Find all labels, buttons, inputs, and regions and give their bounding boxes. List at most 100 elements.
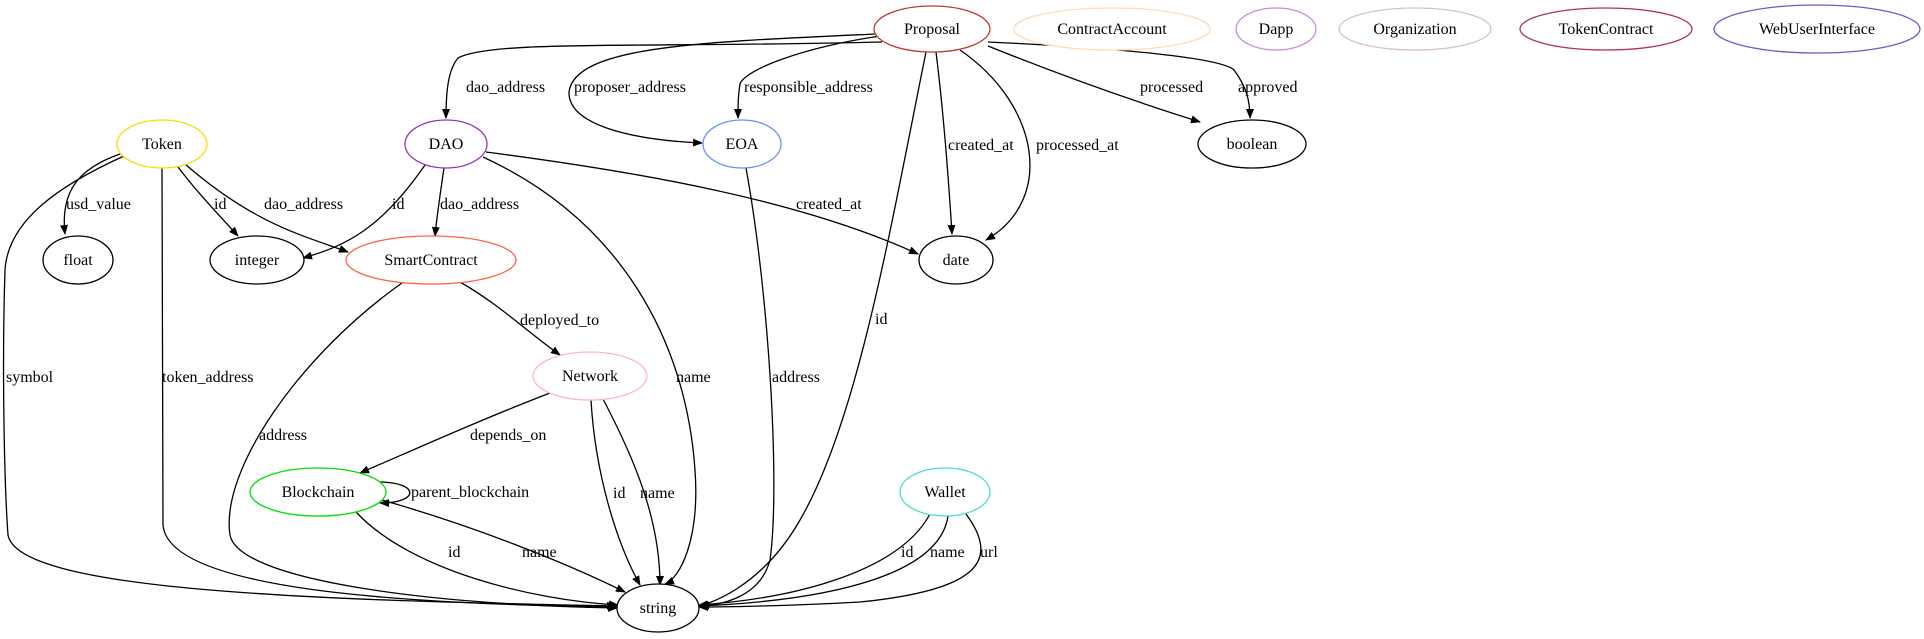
node-label: boolean xyxy=(1227,136,1278,153)
edge-label: processed xyxy=(1140,79,1203,96)
edge-line xyxy=(485,151,919,255)
edge-line xyxy=(302,164,426,260)
edge-line xyxy=(734,35,881,119)
node-dao[interactable]: DAO xyxy=(404,119,488,169)
edge-label: name xyxy=(676,369,711,386)
edges-layer: dao_address proposer_address responsible_a… xyxy=(2,33,1298,612)
edge-label: usd_value xyxy=(66,196,131,213)
node-dapp[interactable]: Dapp xyxy=(1235,7,1317,51)
node-label: SmartContract xyxy=(384,252,478,269)
node-label: Token xyxy=(142,136,182,153)
node-ellipse xyxy=(209,235,305,285)
node-ellipse xyxy=(1338,7,1492,51)
node-webuserinterface[interactable]: WebUserInterface xyxy=(1713,4,1921,54)
node-contractaccount[interactable]: ContractAccount xyxy=(1013,7,1211,51)
edge-line xyxy=(228,282,618,612)
edge-wallet-string: name xyxy=(698,515,965,610)
edge-proposal-dao: dao_address xyxy=(442,41,883,119)
edge-proposal-boolean: processed xyxy=(987,45,1203,124)
edge-label: id xyxy=(901,544,913,561)
edge-token-string: symbol xyxy=(2,155,617,610)
node-ellipse xyxy=(899,467,991,517)
edge-blockchain-string: id xyxy=(355,511,619,609)
node-label: ContractAccount xyxy=(1057,21,1167,38)
edge-label: created_at xyxy=(948,137,1014,154)
node-label: string xyxy=(640,600,676,617)
node-label: Dapp xyxy=(1259,21,1294,38)
edge-token-float: usd_value xyxy=(60,153,131,235)
edge-label: token_address xyxy=(162,369,254,386)
edge-blockchain-blockchain: parent_blockchain xyxy=(377,481,529,507)
node-string[interactable]: string xyxy=(616,583,700,633)
edge-label: dao_address xyxy=(440,196,519,213)
edge-dao-smartcontract: dao_address xyxy=(431,167,519,237)
node-ellipse xyxy=(116,119,208,169)
node-wallet[interactable]: Wallet xyxy=(899,467,991,517)
node-proposal[interactable]: Proposal xyxy=(873,5,991,53)
edge-line xyxy=(482,156,697,585)
edge-proposal-eoa: responsible_address xyxy=(734,35,881,119)
node-blockchain[interactable]: Blockchain xyxy=(249,467,387,517)
edge-label: name xyxy=(522,544,557,561)
node-ellipse xyxy=(249,467,387,517)
edge-label: address xyxy=(259,427,307,444)
edge-smartcontract-string: address xyxy=(228,282,618,612)
edge-label: processed_at xyxy=(1036,137,1119,154)
node-ellipse xyxy=(702,119,782,169)
edge-line xyxy=(698,515,949,610)
edge-dao-integer: id xyxy=(302,164,426,260)
node-organization[interactable]: Organization xyxy=(1338,7,1492,51)
node-date[interactable]: date xyxy=(918,235,994,285)
node-tokencontract[interactable]: TokenContract xyxy=(1519,7,1693,51)
node-label: WebUserInterface xyxy=(1759,21,1875,38)
node-label: DAO xyxy=(429,136,464,153)
edge-line xyxy=(987,45,1201,124)
node-ellipse xyxy=(1013,7,1211,51)
edge-label: responsible_address xyxy=(744,79,873,96)
edge-proposal-date: created_at xyxy=(935,51,1014,235)
node-ellipse xyxy=(873,5,991,53)
edge-label: depends_on xyxy=(470,427,546,444)
edge-wallet-string: url xyxy=(698,513,998,611)
edge-label: id xyxy=(392,196,404,213)
node-smartcontract[interactable]: SmartContract xyxy=(345,235,517,285)
edge-eoa-string: address xyxy=(699,167,820,610)
edge-line xyxy=(459,281,561,356)
edge-label: created_at xyxy=(796,196,862,213)
edge-line xyxy=(697,51,927,609)
edge-label: dao_address xyxy=(466,79,545,96)
node-label: float xyxy=(63,252,93,269)
edge-line xyxy=(2,155,617,610)
node-eoa[interactable]: EOA xyxy=(702,119,782,169)
edge-label: proposer_address xyxy=(574,79,686,96)
edge-label: url xyxy=(980,544,998,561)
edge-line xyxy=(568,33,877,147)
edge-label: name xyxy=(640,485,675,502)
edge-label: symbol xyxy=(6,369,54,386)
edge-line xyxy=(987,41,1254,119)
node-boolean[interactable]: boolean xyxy=(1197,119,1307,169)
edge-label: id xyxy=(613,485,625,502)
node-label: date xyxy=(943,252,970,269)
edge-label: approved xyxy=(1238,79,1298,96)
node-ellipse xyxy=(42,235,114,285)
edge-label: dao_address xyxy=(264,196,343,213)
edge-proposal-date: processed_at xyxy=(959,49,1119,241)
node-token[interactable]: Token xyxy=(116,119,208,169)
node-ellipse xyxy=(404,119,488,169)
node-float[interactable]: float xyxy=(42,235,114,285)
edge-line xyxy=(177,166,239,237)
node-label: EOA xyxy=(726,136,759,153)
edge-label: id xyxy=(875,311,887,328)
edge-token-smartcontract: dao_address xyxy=(184,163,349,253)
edge-line xyxy=(699,167,775,610)
node-ellipse xyxy=(1713,4,1921,54)
node-label: integer xyxy=(235,252,280,269)
edge-network-string: id xyxy=(590,399,641,586)
node-integer[interactable]: integer xyxy=(209,235,305,285)
node-network[interactable]: Network xyxy=(532,351,648,401)
node-label: TokenContract xyxy=(1559,21,1654,38)
edge-line xyxy=(161,167,618,611)
node-ellipse xyxy=(616,583,700,633)
